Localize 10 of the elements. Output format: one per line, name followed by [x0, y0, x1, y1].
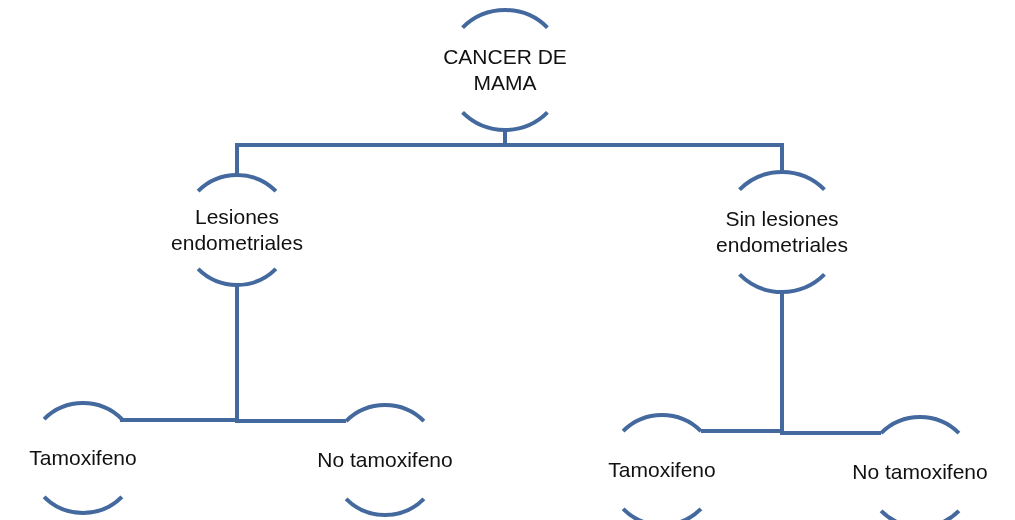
node-label: Lesiones endometriales — [170, 203, 304, 256]
connector-line — [780, 292, 884, 436]
node-label: CANCER DE MAMA — [442, 43, 568, 96]
connector-line — [235, 285, 349, 424]
connector-line — [503, 130, 784, 172]
node-label: Tamoxifeno — [607, 456, 717, 483]
node-label: Sin lesiones endometriales — [715, 205, 849, 258]
node-label: No tamoxifeno — [851, 458, 989, 485]
node-label: Tamoxifeno — [28, 444, 138, 471]
node-label: No tamoxifeno — [316, 446, 454, 473]
